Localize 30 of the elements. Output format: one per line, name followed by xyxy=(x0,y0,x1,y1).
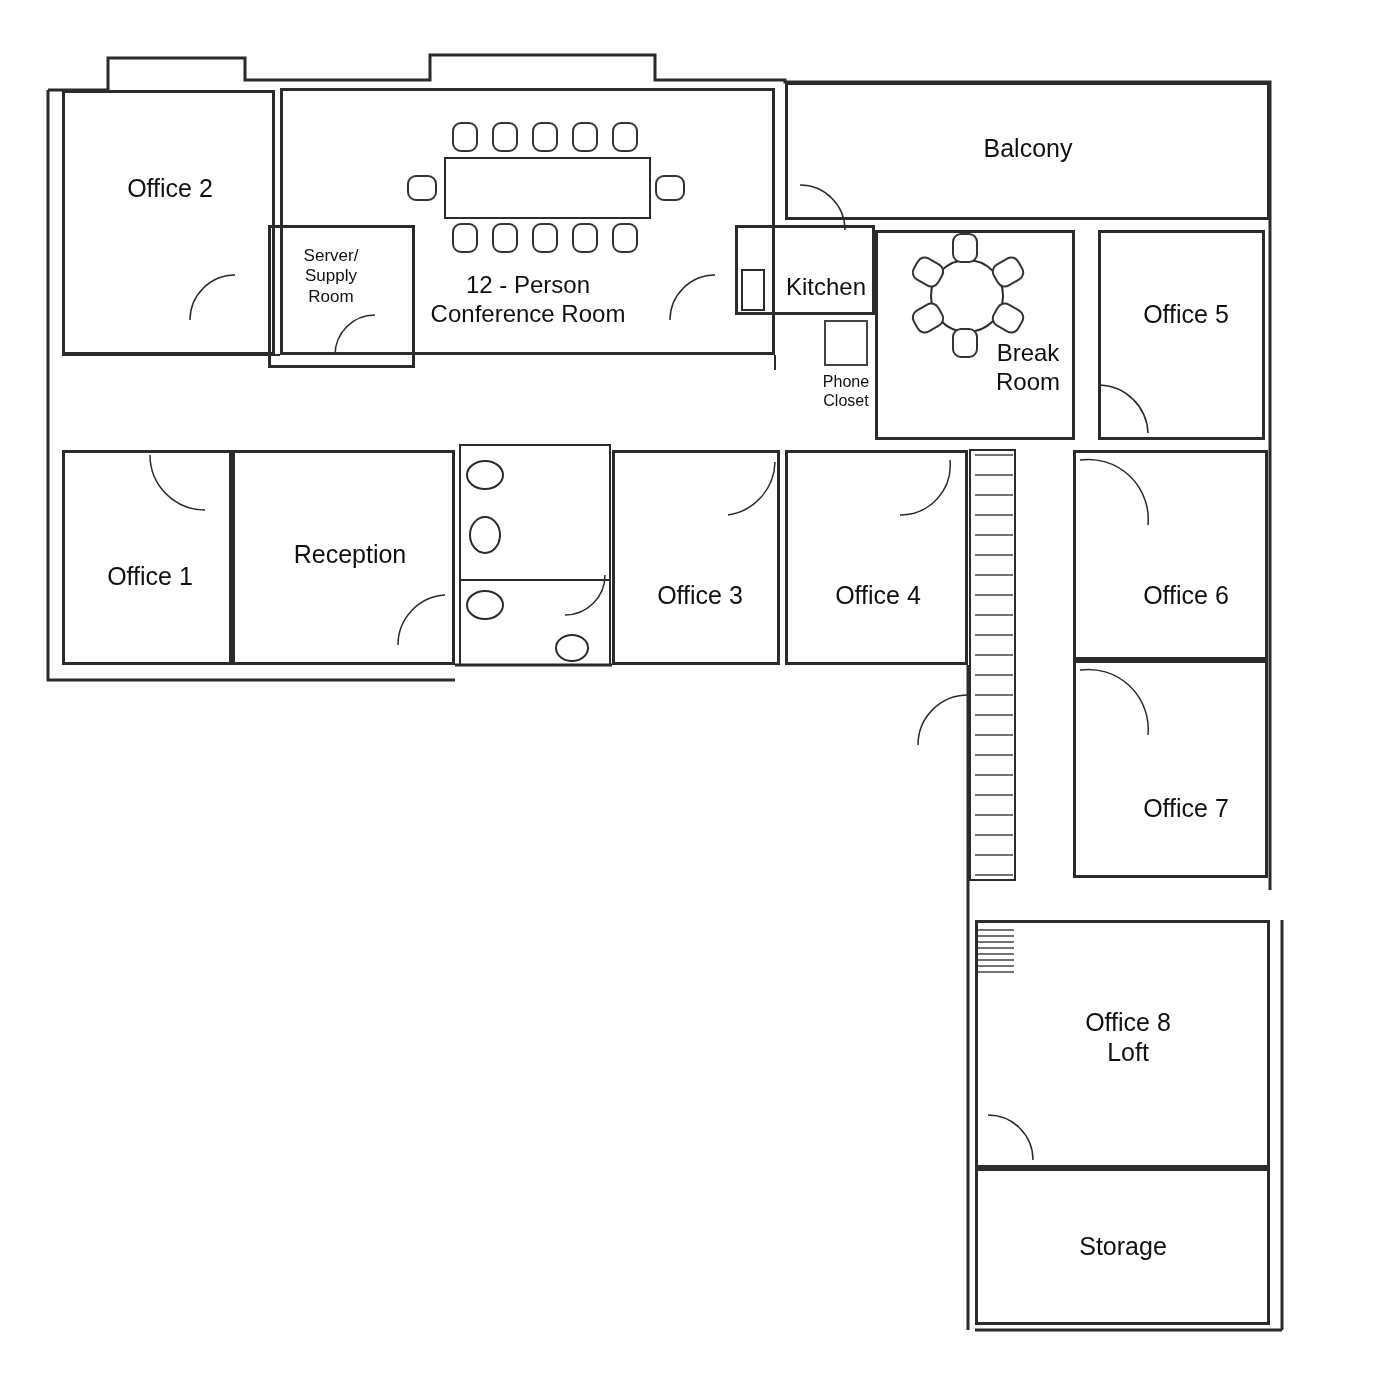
room-label: 12 - Person Conference Room xyxy=(429,271,627,329)
room xyxy=(785,82,1270,220)
room-label: Office 3 xyxy=(656,580,744,610)
room xyxy=(1073,660,1268,878)
room xyxy=(975,920,1270,1168)
room-label: Office 1 xyxy=(106,561,194,591)
room-label: Office 5 xyxy=(1142,299,1230,329)
room xyxy=(1098,230,1265,440)
room-label: Office 6 xyxy=(1142,580,1230,610)
room-label: Office 4 xyxy=(834,580,922,610)
room-label: Server/ Supply Room xyxy=(302,246,360,308)
room xyxy=(875,230,1075,440)
room-label: Office 8 Loft xyxy=(1084,1007,1172,1067)
room-label: Kitchen xyxy=(784,273,868,302)
room xyxy=(62,90,275,355)
room xyxy=(785,450,968,665)
room-label: Break Room xyxy=(995,339,1061,397)
room xyxy=(612,450,780,665)
room-label: Office 7 xyxy=(1142,793,1230,823)
room-label: Reception xyxy=(292,539,408,569)
room xyxy=(268,225,415,368)
room xyxy=(62,450,232,665)
room xyxy=(1073,450,1268,660)
room-label: Storage xyxy=(1078,1231,1168,1261)
room-label: Balcony xyxy=(982,133,1074,163)
room-label: Phone Closet xyxy=(821,372,871,411)
room xyxy=(735,225,875,315)
room-label: Office 2 xyxy=(126,173,214,203)
room xyxy=(232,450,455,665)
room xyxy=(975,1168,1270,1325)
